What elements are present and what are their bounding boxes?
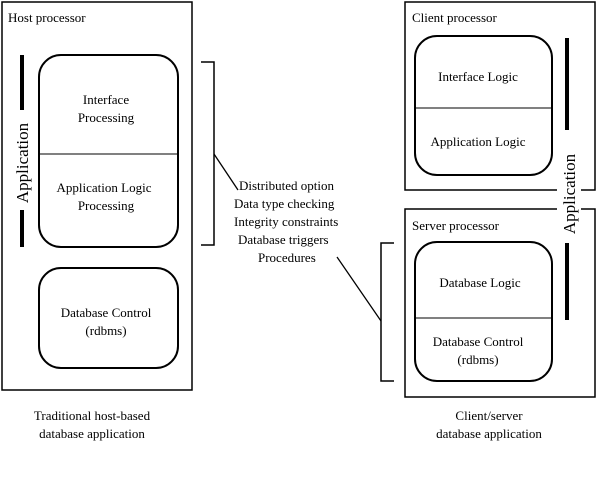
cs-caption-line1: Client/server (455, 408, 523, 423)
middle-item-3: Integrity constraints (234, 214, 338, 229)
middle-item-1: Distributed option (239, 178, 334, 193)
middle-item-4: Database triggers (238, 232, 329, 247)
server-processor-title: Server processor (412, 218, 500, 233)
host-db-control-line1: Database Control (61, 305, 152, 320)
host-interface-line2: Processing (78, 110, 135, 125)
host-app-logic-line1: Application Logic (57, 180, 152, 195)
server-db-control-line2: (rdbms) (457, 352, 498, 367)
host-application-label: Application (13, 122, 32, 203)
host-processor-title: Host processor (8, 10, 86, 25)
host-app-block (38, 54, 179, 248)
cs-application-label: Application (560, 153, 579, 234)
server-db-block (414, 241, 553, 382)
client-interface-logic: Interface Logic (438, 69, 518, 84)
host-bracket (201, 61, 215, 246)
server-db-control-line1: Database Control (433, 334, 524, 349)
cs-app-label-bg (557, 148, 581, 240)
host-interface-line1: Interface (83, 92, 129, 107)
client-app-block (414, 35, 553, 176)
host-caption-line1: Traditional host-based (34, 408, 151, 423)
host-app-logic-line2: Processing (78, 198, 135, 213)
host-db-control-block (38, 267, 179, 369)
client-app-logic: Application Logic (431, 134, 526, 149)
server-db-logic: Database Logic (439, 275, 520, 290)
server-bracket-connector (336, 256, 382, 322)
middle-item-2: Data type checking (234, 196, 335, 211)
host-db-control-line2: (rdbms) (85, 323, 126, 338)
cs-caption-line2: database application (436, 426, 542, 441)
server-bracket (380, 242, 394, 382)
host-caption-line2: database application (39, 426, 145, 441)
host-bracket-connector (213, 153, 239, 191)
middle-item-5: Procedures (258, 250, 316, 265)
client-processor-title: Client processor (412, 10, 498, 25)
